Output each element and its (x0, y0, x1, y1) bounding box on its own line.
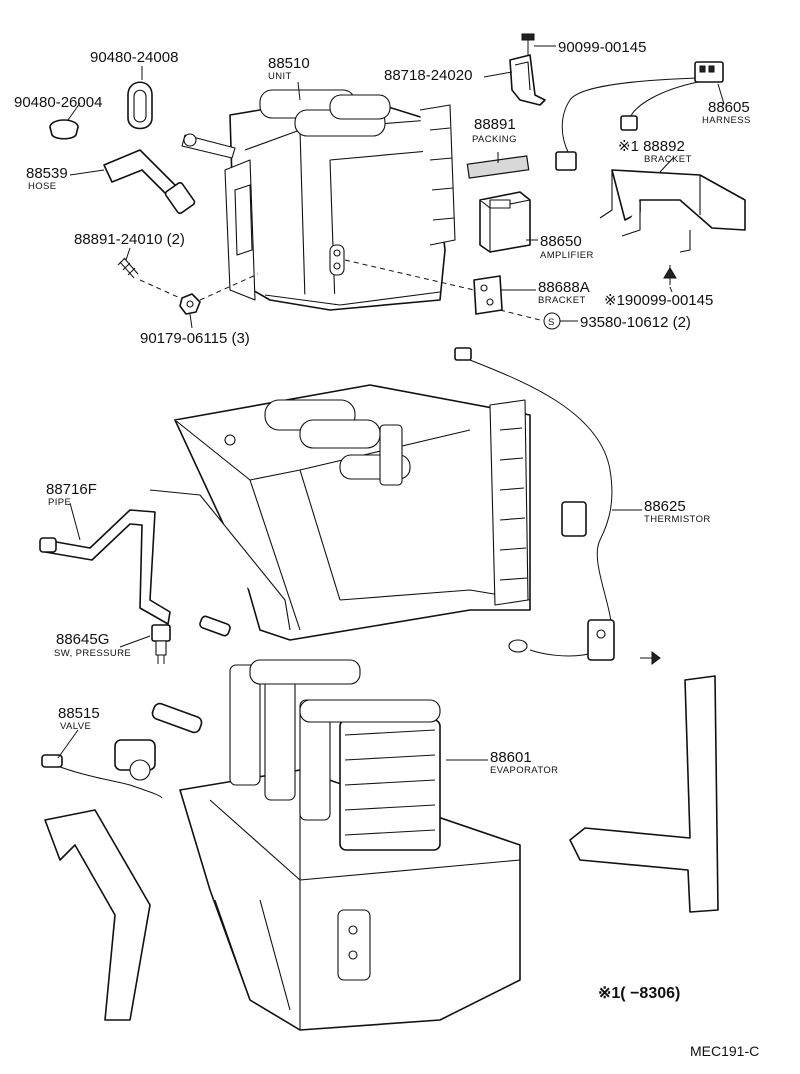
bracket-88688A (473, 275, 503, 315)
callout-number: 88891 (474, 116, 516, 133)
callout-name: HARNESS (702, 115, 751, 126)
bracket-88892 (599, 169, 746, 253)
nut-90179-06115 (179, 293, 201, 315)
callout-88601: 88601 EVAPORATOR (490, 749, 558, 776)
callout-number: 88510 (268, 55, 310, 72)
callout-number: 88891-24010 (2) (74, 231, 185, 248)
screw-190099-00145 (663, 265, 677, 285)
callout-name: PACKING (472, 134, 517, 145)
callout-90099-00145: 90099-00145 (558, 39, 646, 56)
callout-number: 88645G (56, 631, 109, 648)
pipe-88716F (39, 509, 231, 637)
screw-near-thermistor (640, 651, 661, 665)
callout-number: 88539 (26, 165, 68, 182)
callout-88891: 88891 PACKING (472, 116, 517, 145)
duct-left (44, 809, 151, 1021)
harness-88605 (555, 61, 724, 171)
callout-name: VALVE (60, 721, 91, 732)
thermistor-88625 (454, 347, 615, 661)
callout-name: SW, PRESSURE (54, 648, 131, 659)
callout-number: 88688A (538, 279, 590, 296)
packing-88891 (466, 155, 530, 179)
callout-88515: 88515 VALVE (58, 705, 100, 732)
callout-number: 88716F (46, 481, 97, 498)
bolt-88891-24010 (117, 257, 139, 279)
grommet-90480-26004 (49, 119, 79, 140)
callout-88645G: 88645G SW, PRESSURE (54, 631, 131, 659)
cooling-unit-top (181, 89, 456, 311)
callout-name: UNIT (268, 71, 292, 82)
duct-right (569, 675, 719, 913)
callout-name: BRACKET (538, 295, 586, 306)
footnote-applicability: ※1( −8306) (598, 985, 680, 1002)
callout-88605: 88605 HARNESS (702, 99, 751, 126)
evaporator-88601 (179, 659, 521, 1031)
callout-93580-10612: 93580-10612 (2) (580, 314, 691, 331)
circle-s-label: S (548, 317, 555, 328)
callout-number: 88650 (540, 233, 582, 250)
callout-88510: 88510 UNIT (268, 55, 310, 82)
callout-number: ※1 88892 (618, 138, 685, 155)
leader-lines (57, 66, 725, 761)
callout-number: 88515 (58, 705, 100, 722)
callout-number: 88718-24020 (384, 67, 472, 84)
callout-name: HOSE (28, 181, 57, 192)
callout-number: 88601 (490, 749, 532, 766)
callout-88650: 88650 AMPLIFIER (540, 233, 594, 261)
hose-88539 (103, 149, 196, 215)
pressure-switch-88645G (151, 624, 171, 664)
callout-number: 90099-00145 (558, 39, 646, 56)
callout-number: 88605 (708, 99, 750, 116)
callout-88625: 88625 THERMISTOR (644, 498, 711, 525)
callout-88892: ※1 88892 BRACKET (618, 138, 692, 165)
callout-name: EVAPORATOR (490, 765, 558, 776)
screw-90099-00145 (521, 33, 535, 56)
callout-number: 90480-24008 (90, 49, 178, 66)
callout-name: AMPLIFIER (540, 250, 594, 261)
callout-88539: 88539 HOSE (26, 165, 68, 192)
callout-number: 90179-06115 (3) (140, 330, 250, 347)
valve-88515 (41, 702, 203, 799)
grommet-90480-24008 (127, 81, 153, 130)
callout-88891-24010: 88891-24010 (2) (74, 231, 185, 248)
callout-number: ※190099-00145 (604, 292, 713, 309)
callout-90480-24008: 90480-24008 (90, 49, 178, 66)
callout-name: PIPE (48, 497, 71, 508)
callout-name: BRACKET (644, 154, 692, 165)
case-housing-middle (149, 384, 531, 641)
amplifier-88650 (479, 191, 531, 253)
callout-88716F: 88716F PIPE (46, 481, 97, 508)
callout-90480-26004: 90480-26004 (14, 94, 102, 111)
callout-number: 88625 (644, 498, 686, 515)
callout-88718-24020: 88718-24020 (384, 67, 472, 84)
diagram-code: MEC191-C (690, 1043, 759, 1059)
callout-number: 90480-26004 (14, 94, 102, 111)
callout-name: THERMISTOR (644, 514, 711, 525)
callout-88688A: 88688A BRACKET (538, 279, 590, 306)
callout-190099-00145: ※190099-00145 (604, 292, 713, 309)
clip-88718-24020 (509, 54, 546, 106)
callout-number: 93580-10612 (2) (580, 314, 691, 331)
callout-90179-06115: 90179-06115 (3) (140, 330, 250, 347)
